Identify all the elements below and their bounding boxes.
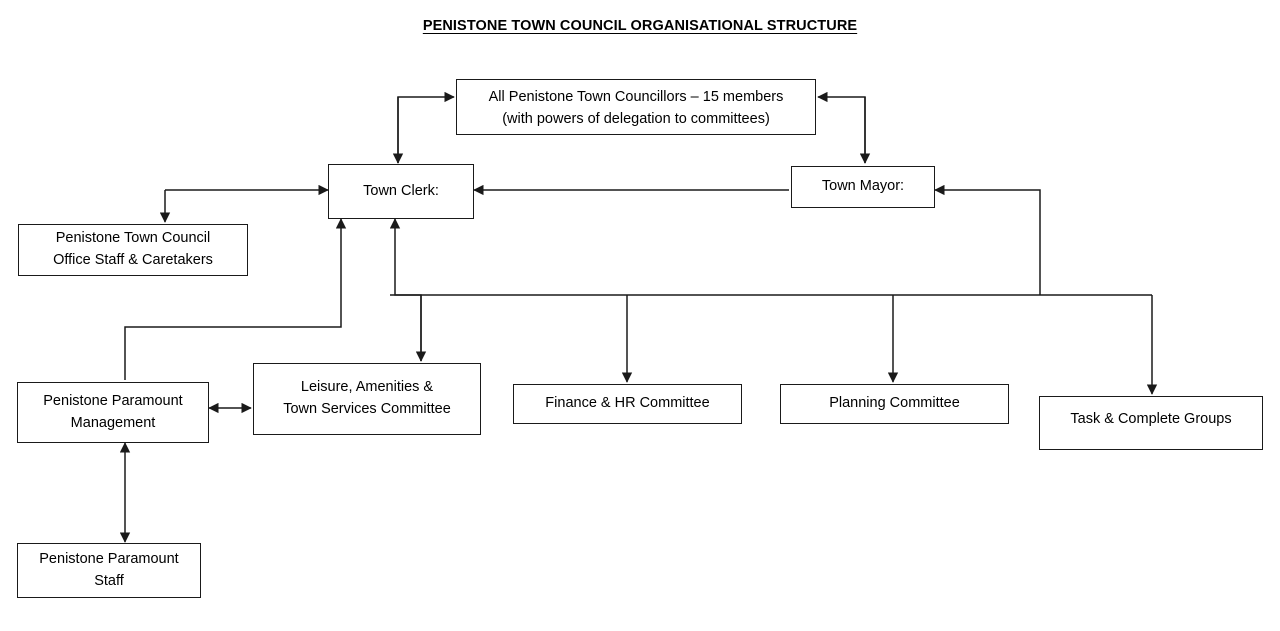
node-town-mayor-label: Town Mayor: bbox=[821, 178, 905, 195]
edge-bus-to-mayor bbox=[934, 184, 1041, 295]
node-office-staff[interactable]: Penistone Town Council Office Staff & Ca… bbox=[18, 224, 248, 276]
node-paramount-staff[interactable]: Penistone Paramount Staff bbox=[17, 543, 201, 598]
node-town-mayor[interactable]: Town Mayor: bbox=[791, 166, 935, 208]
node-planning-committee-label: Planning Committee bbox=[829, 395, 960, 412]
edge-clerk-to-councillors bbox=[397, 91, 455, 163]
node-all-councillors-line1: All Penistone Town Councillors – 15 memb… bbox=[488, 89, 784, 105]
node-leisure-committee-line1: Leisure, Amenities & bbox=[300, 379, 434, 396]
node-leisure-committee[interactable]: Leisure, Amenities & Town Services Commi… bbox=[253, 363, 481, 435]
edge-paramount-to-clerk bbox=[124, 218, 347, 380]
node-all-councillors-line2: (with powers of delegation to committees… bbox=[502, 110, 770, 127]
node-finance-committee-label: Finance & HR Committee bbox=[545, 395, 710, 412]
node-town-clerk-label: Town Clerk: bbox=[363, 182, 439, 199]
page-title: PENISTONE TOWN COUNCIL ORGANISATIONAL ST… bbox=[422, 18, 858, 34]
node-task-groups[interactable]: Task & Complete Groups bbox=[1039, 396, 1263, 450]
edge-mayor-to-councillors bbox=[817, 91, 866, 163]
node-all-councillors[interactable]: All Penistone Town Councillors – 15 memb… bbox=[456, 79, 816, 135]
edge-leisure-to-clerk bbox=[389, 218, 422, 361]
node-leisure-committee-line2: Town Services Committee bbox=[283, 401, 451, 417]
node-town-clerk[interactable]: Town Clerk: bbox=[328, 164, 474, 219]
node-planning-committee[interactable]: Planning Committee bbox=[780, 384, 1009, 424]
node-office-staff-line1: Penistone Town Council bbox=[55, 230, 211, 247]
node-paramount-management[interactable]: Penistone Paramount Management bbox=[17, 382, 209, 443]
node-finance-committee[interactable]: Finance & HR Committee bbox=[513, 384, 742, 424]
node-paramount-management-line1: Penistone Paramount bbox=[43, 392, 183, 409]
node-paramount-staff-line1: Penistone Paramount bbox=[39, 550, 179, 567]
node-paramount-management-line2: Management bbox=[70, 414, 156, 431]
node-paramount-staff-line2: Staff bbox=[94, 572, 124, 589]
node-office-staff-line2: Office Staff & Caretakers bbox=[53, 252, 213, 268]
node-task-groups-label: Task & Complete Groups bbox=[1070, 411, 1232, 427]
